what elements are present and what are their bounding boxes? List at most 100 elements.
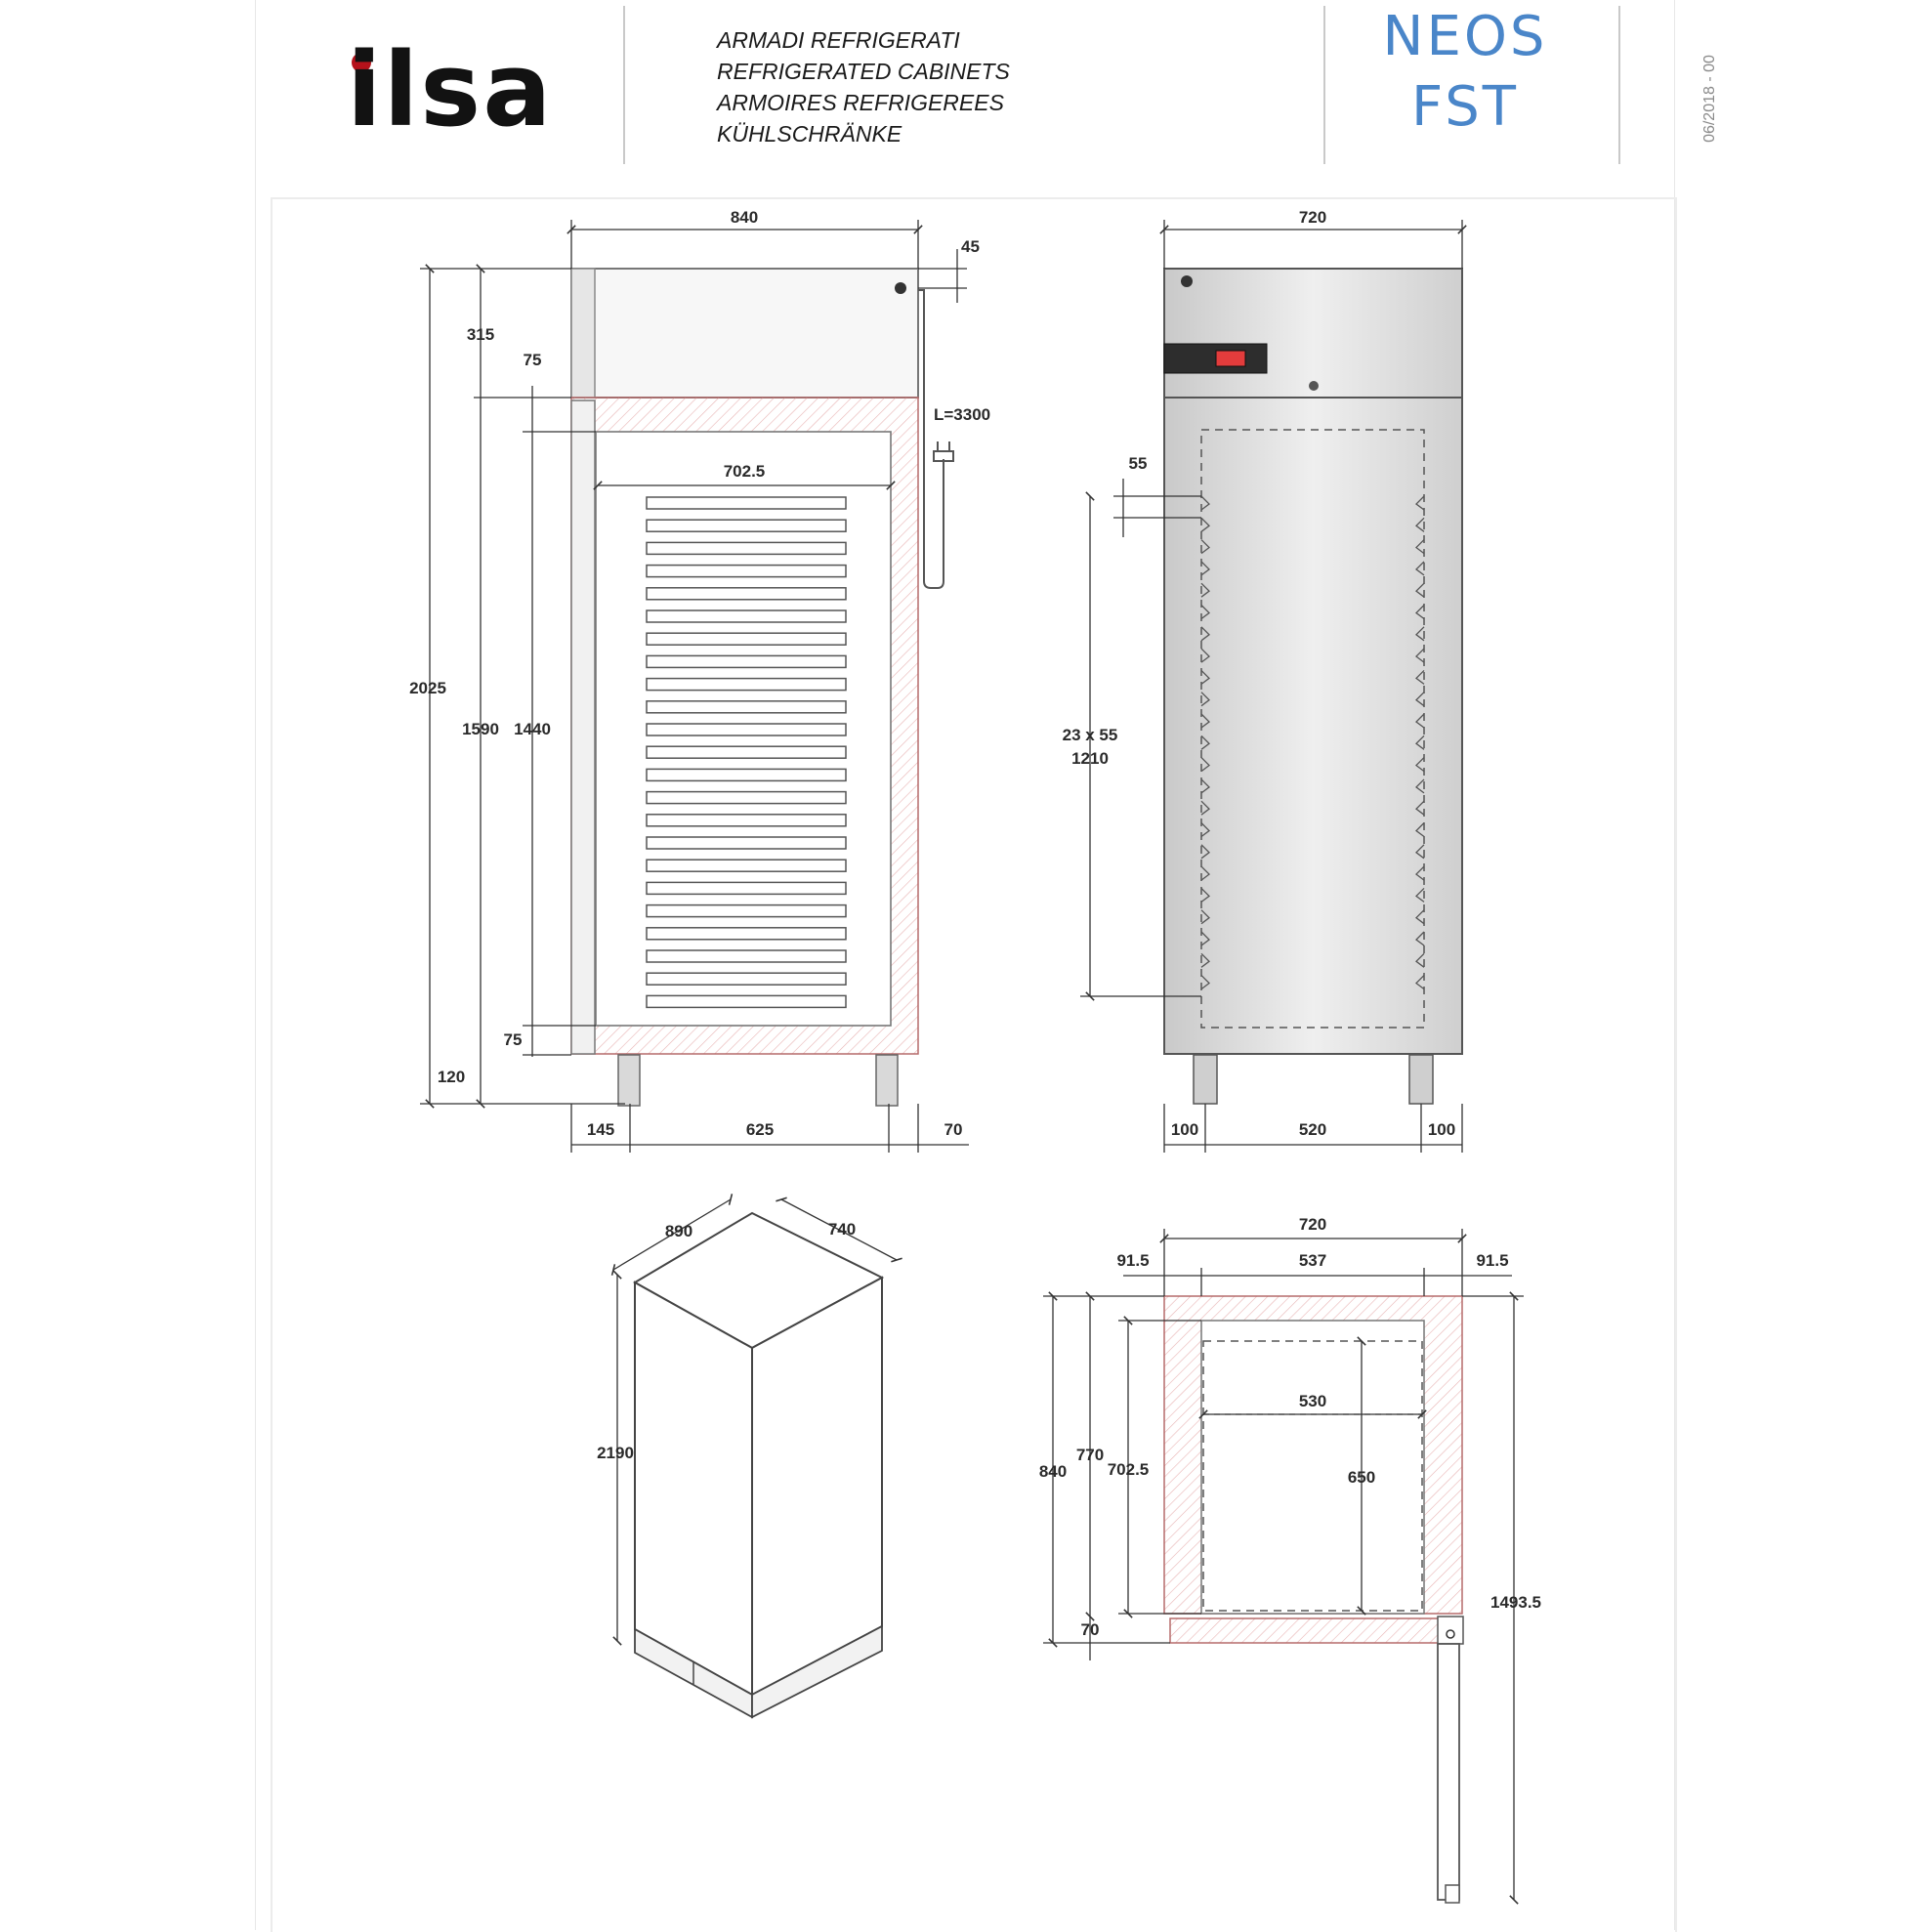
door-edge (570, 399, 596, 1055)
dim-tray-depth: 650 (1348, 1468, 1375, 1487)
dim-rails-count: 23 x 55 (1063, 726, 1118, 744)
rail (1415, 648, 1425, 663)
dim-width: 840 (731, 208, 758, 227)
rail (1415, 692, 1425, 707)
box-right (751, 1276, 883, 1697)
tray (646, 587, 847, 601)
leg (875, 1054, 899, 1107)
box-left (634, 1281, 753, 1697)
dim-plan-depth: 840 (1039, 1462, 1067, 1481)
rail (1200, 517, 1210, 532)
open-door (1437, 1643, 1460, 1901)
rail (1415, 887, 1425, 903)
dim-side-right: 91.5 (1476, 1251, 1508, 1270)
tray (646, 496, 847, 510)
dim-width: 720 (1299, 208, 1326, 227)
dim-tray-width: 530 (1299, 1392, 1326, 1410)
model-name: NEOS (1382, 5, 1548, 68)
tray (646, 541, 847, 556)
rail (1200, 952, 1210, 968)
dim-total-height: 2025 (409, 679, 446, 697)
door (1169, 1617, 1452, 1644)
inner-outline (1200, 429, 1425, 1029)
rail (1200, 887, 1210, 903)
logo-dot (352, 53, 371, 72)
category-de: KÜHLSCHRÄNKE (717, 121, 902, 147)
tray (646, 745, 847, 759)
rail (1415, 582, 1425, 598)
tray (646, 723, 847, 736)
power-cable (918, 289, 944, 589)
rail (1415, 495, 1425, 511)
rail (1415, 757, 1425, 773)
screw-icon (895, 282, 906, 294)
leg (617, 1054, 641, 1107)
dim-top-unit: 315 (467, 325, 494, 344)
rail (1415, 822, 1425, 838)
category-en: REFRIGERATED CABINETS (717, 59, 1010, 84)
tray (646, 768, 847, 782)
rail (1415, 561, 1425, 576)
header-divider (1618, 6, 1620, 164)
rail (1200, 931, 1210, 946)
rail (1200, 648, 1210, 663)
rail (1415, 735, 1425, 750)
dim-side-left: 91.5 (1116, 1251, 1149, 1270)
rail-stack (1200, 495, 1425, 990)
rail (1200, 495, 1210, 511)
dim-inner-depth: 702.5 (1108, 1460, 1150, 1479)
rail (1200, 713, 1210, 729)
rail (1415, 669, 1425, 685)
tray (646, 927, 847, 941)
dim-top-offset: 45 (961, 237, 980, 256)
dim-leg-span: 520 (1299, 1120, 1326, 1139)
rail (1200, 800, 1210, 816)
leg (1408, 1054, 1434, 1105)
front-view: 840 45 L=3300 2025 315 1590 120 75 1440 … (409, 208, 990, 1153)
rail (1415, 952, 1425, 968)
rail (1415, 931, 1425, 946)
rail (1200, 582, 1210, 598)
dim-leg-right: 100 (1428, 1120, 1455, 1139)
tray (646, 609, 847, 623)
dim-iso-depth: 740 (828, 1220, 856, 1239)
dim-iso-height: 2190 (597, 1444, 634, 1462)
rail (1415, 539, 1425, 555)
rail (1200, 844, 1210, 860)
rail (1415, 713, 1425, 729)
dim-rail-pitch: 55 (1129, 454, 1148, 473)
rail (1200, 692, 1210, 707)
tray (646, 564, 847, 578)
rail (1200, 561, 1210, 576)
tray (646, 677, 847, 692)
rail (1200, 778, 1210, 794)
dim-iso-width: 890 (665, 1222, 692, 1240)
tray-stack (646, 496, 847, 1009)
dim-leg-left: 145 (587, 1120, 614, 1139)
dim-plan-width: 720 (1299, 1215, 1326, 1234)
rail (1415, 778, 1425, 794)
rail (1200, 909, 1210, 925)
rail (1415, 865, 1425, 881)
dim-door-open: 1493.5 (1490, 1593, 1541, 1612)
lock-icon (1309, 381, 1319, 391)
tray-outline (1202, 1340, 1423, 1612)
rail (1200, 669, 1210, 685)
header-divider (623, 6, 625, 164)
dim-inner-width: 537 (1299, 1251, 1326, 1270)
dim-inner-bottom: 75 (504, 1030, 523, 1049)
tray (646, 814, 847, 827)
tray (646, 519, 847, 532)
rail (1415, 605, 1425, 620)
compressor-unit (570, 268, 919, 399)
rail (1415, 909, 1425, 925)
rail (1200, 605, 1210, 620)
rail (1415, 975, 1425, 990)
dim-rails-height: 1210 (1071, 749, 1109, 768)
rail (1200, 822, 1210, 838)
screw-icon (1181, 275, 1193, 287)
dim-body-depth: 770 (1076, 1446, 1104, 1464)
tray (646, 881, 847, 896)
dim-body-height: 1590 (462, 720, 499, 738)
